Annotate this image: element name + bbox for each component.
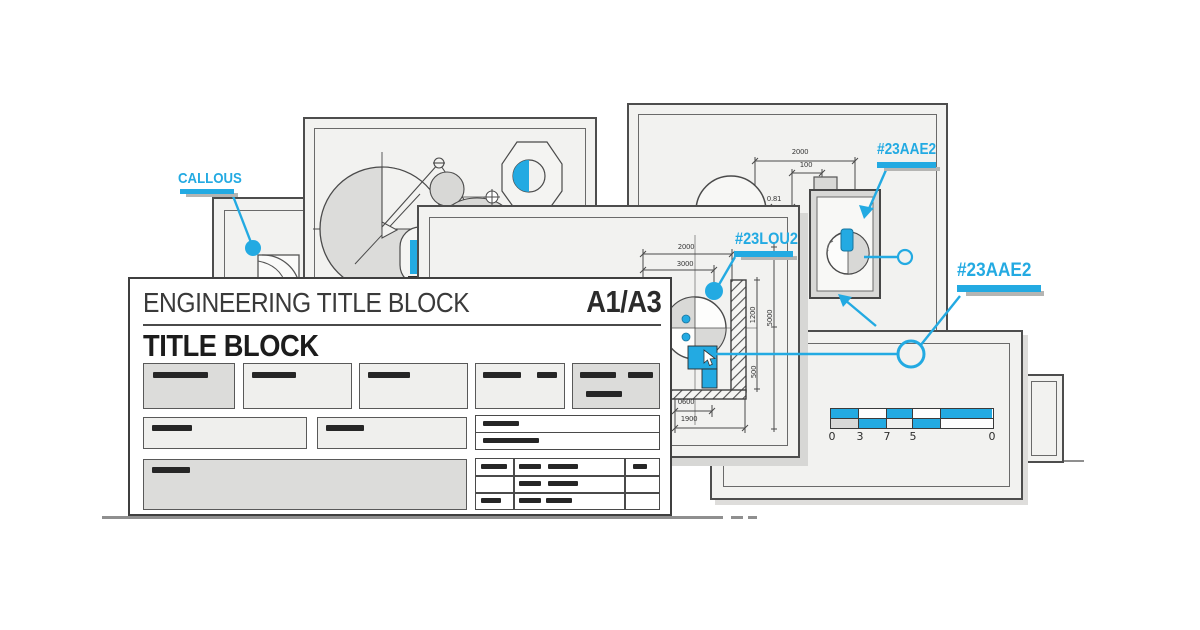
callout-callous: CALLOUS <box>178 170 242 187</box>
placeholder-bar <box>633 464 647 469</box>
underline-shadow <box>186 193 238 197</box>
dim-label: 1200 <box>749 306 757 324</box>
scale-bar-top-row <box>831 409 993 418</box>
table-divider <box>476 475 659 477</box>
dimension-lines <box>751 157 859 215</box>
scale-tick-label: 7 <box>883 430 891 443</box>
table-divider <box>624 459 626 509</box>
selection-squares <box>687 345 718 389</box>
scale-segment <box>831 419 859 428</box>
placeholder-bar <box>537 372 557 378</box>
dim-label: 1900 <box>680 415 698 423</box>
placeholder-bar <box>586 391 622 397</box>
scale-segment <box>859 419 887 428</box>
field-box <box>359 363 468 409</box>
scale-segment <box>887 419 913 428</box>
form-line <box>475 432 660 450</box>
placeholder-bar <box>152 425 192 431</box>
panel-header: ENGINEERING TITLE BLOCK <box>143 287 470 318</box>
ground-dash <box>748 516 757 519</box>
cursor-icon <box>703 349 717 367</box>
revision-table <box>475 458 660 510</box>
scale-tick-label: 0 <box>988 430 996 443</box>
scale-tick-label: 0 <box>828 430 836 443</box>
field-box <box>243 363 352 409</box>
dim-label: 100 <box>799 161 813 169</box>
placeholder-bar <box>481 498 501 503</box>
table-divider <box>513 459 515 509</box>
field-box <box>475 363 565 409</box>
field-box <box>143 363 235 409</box>
ground-line-right <box>1062 460 1084 462</box>
dim-label: 3000 <box>676 260 694 268</box>
scale-segment <box>913 419 941 428</box>
placeholder-bar <box>548 464 578 469</box>
small-block <box>813 176 838 191</box>
header-rule <box>143 324 661 326</box>
placeholder-bar <box>483 372 521 378</box>
callout-underline <box>877 162 936 168</box>
placeholder-bar <box>153 372 208 378</box>
field-box <box>572 363 660 409</box>
sheet-format-label: A1/A3 <box>585 284 662 319</box>
field-box <box>317 417 467 449</box>
callout-lou2: #23LOU2 <box>735 230 798 248</box>
dim-label: 2000 <box>677 243 695 251</box>
placeholder-bar <box>152 467 190 473</box>
notes-box <box>143 459 467 510</box>
placeholder-bar <box>548 481 578 486</box>
dome-arc <box>695 175 767 212</box>
blue-node <box>681 332 691 342</box>
scale-segment <box>941 419 992 428</box>
callout-underline <box>957 285 1041 292</box>
callout-underline <box>180 189 234 194</box>
octagon-feature <box>501 141 563 279</box>
underline-shadow <box>966 291 1044 296</box>
form-line <box>475 415 660 433</box>
scale-tick-label: 3 <box>856 430 864 443</box>
dim-label: 0.81 <box>766 195 782 203</box>
blue-node <box>681 314 691 324</box>
section-plan-drawing <box>639 235 777 433</box>
scale-segment <box>859 409 887 418</box>
dim-label: 500 <box>750 365 758 379</box>
callout-hex-right: #23AAE2 <box>957 259 1032 281</box>
scale-bar <box>830 408 994 429</box>
dim-label: 2000 <box>791 148 809 156</box>
blue-tank <box>840 228 854 252</box>
placeholder-bar <box>368 372 410 378</box>
underline-shadow <box>741 256 797 260</box>
dim-label: 0600 <box>677 398 695 406</box>
scale-tick-label: 5 <box>909 430 917 443</box>
dim-label: 5000 <box>766 309 774 327</box>
placeholder-bar <box>519 498 541 503</box>
placeholder-bar <box>252 372 296 378</box>
scale-segment <box>913 409 941 418</box>
placeholder-bar <box>546 498 572 503</box>
half-filled-circle <box>513 160 529 192</box>
placeholder-bar <box>628 372 653 378</box>
placeholder-bar <box>519 464 541 469</box>
table-divider <box>476 492 659 494</box>
room-plan <box>809 189 881 299</box>
placeholder-bar <box>326 425 364 431</box>
ground-dash <box>731 516 743 519</box>
placeholder-bar <box>481 464 507 469</box>
field-box <box>143 417 307 449</box>
placeholder-bar <box>519 481 541 486</box>
ground-line <box>102 516 723 519</box>
drawing-sheet-smallright <box>1024 374 1064 463</box>
placeholder-bar <box>483 438 539 443</box>
scale-segment <box>831 409 859 418</box>
callout-hex-top: #23AAE2 <box>877 141 937 158</box>
title-block-panel: ENGINEERING TITLE BLOCK A1/A3 TITLE BLOC… <box>128 277 672 516</box>
scale-segment <box>887 409 913 418</box>
callout-underline <box>734 251 793 257</box>
panel-title: TITLE BLOCK <box>143 328 319 363</box>
scale-bar-bottom-row <box>831 418 993 428</box>
placeholder-bar <box>483 421 519 426</box>
underline-shadow <box>884 167 940 171</box>
scale-segment <box>941 409 992 418</box>
placeholder-bar <box>580 372 616 378</box>
